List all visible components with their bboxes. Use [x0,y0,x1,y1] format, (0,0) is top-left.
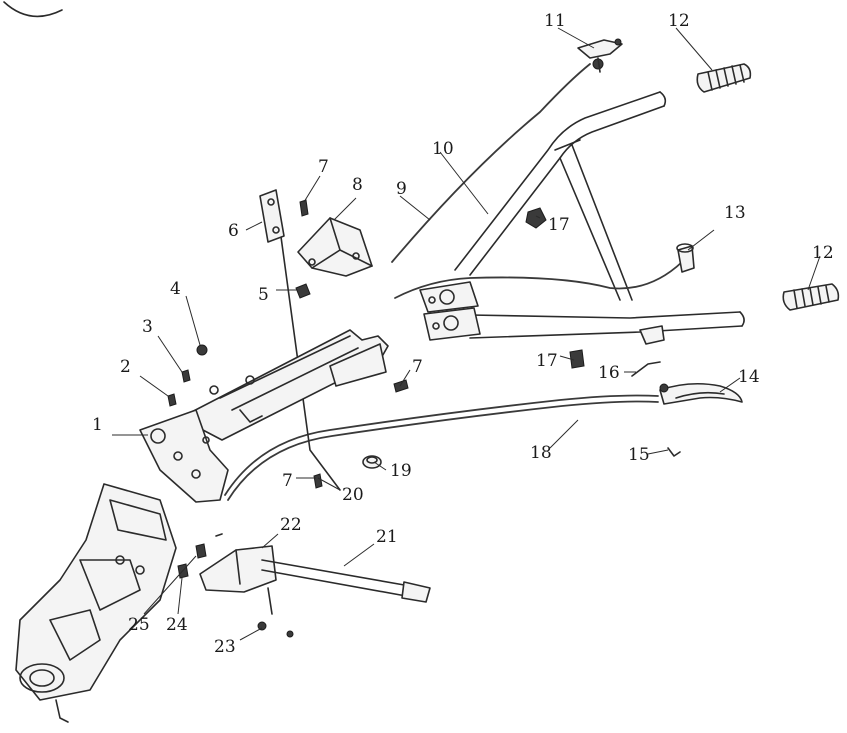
callout-3: 3 [142,317,153,337]
callout-1: 1 [92,415,103,435]
part-13-throttle [676,243,695,273]
callout-19: 19 [390,461,412,481]
callout-17a: 17 [548,215,570,235]
callout-12a: 12 [668,11,690,31]
leader-lines [112,27,821,641]
callout-18: 18 [530,443,552,463]
part-19-knob [362,455,382,469]
callout-14: 14 [738,367,760,387]
part-17-nut-lower [569,349,585,369]
part-16-spring [631,361,661,377]
callout-7a: 7 [318,157,329,177]
part-7-bolt-top [299,199,309,217]
callout-25: 25 [128,615,150,635]
callout-24: 24 [166,615,188,635]
part-15-pin [667,447,681,457]
callout-22: 22 [280,515,302,535]
callout-15: 15 [628,445,650,465]
callout-21: 21 [376,527,398,547]
gearbox-assembly [15,483,177,723]
callout-17b: 17 [536,351,558,371]
part-23-nut [257,621,267,631]
part-2-bolt [167,393,177,407]
part-4-nut [196,344,208,356]
callout-23: 23 [214,637,236,657]
part-23-nut-2 [286,630,294,638]
grip-lower [782,283,840,311]
callout-7c: 7 [282,471,293,491]
callout-8: 8 [352,175,363,195]
part-3-bolt [181,369,191,383]
handlebar-frame [419,91,745,345]
callout-7b: 7 [412,357,423,377]
grip-upper [696,63,752,93]
callout-16: 16 [598,363,620,383]
part-8-clamp [297,217,373,277]
part-22-bracket [199,545,277,593]
callout-20: 20 [342,485,364,505]
callout-13: 13 [724,203,746,223]
corner-circle-mark [3,1,63,18]
callout-5: 5 [258,285,269,305]
part-11-bracket [577,38,623,73]
part-7-bolt-lower [313,473,323,489]
part-5-nut [295,283,311,299]
part-6-plate [259,189,285,243]
cable-18 [224,394,659,496]
callout-12b: 12 [812,243,834,263]
callout-4: 4 [170,279,181,299]
throttle-cable [394,261,683,299]
rod-20 [275,199,341,491]
callout-2: 2 [120,357,131,377]
part-7-bolt-right [393,379,409,393]
part-21-shift-lever [261,559,431,603]
part-14-brake-lever [659,382,743,405]
callout-10: 10 [432,139,454,159]
callout-9: 9 [396,179,407,199]
steering-column [139,329,389,503]
part-25-spacer [195,543,207,559]
callout-6: 6 [228,221,239,241]
part-17-nut-upper [525,207,547,229]
callout-11: 11 [544,11,566,31]
